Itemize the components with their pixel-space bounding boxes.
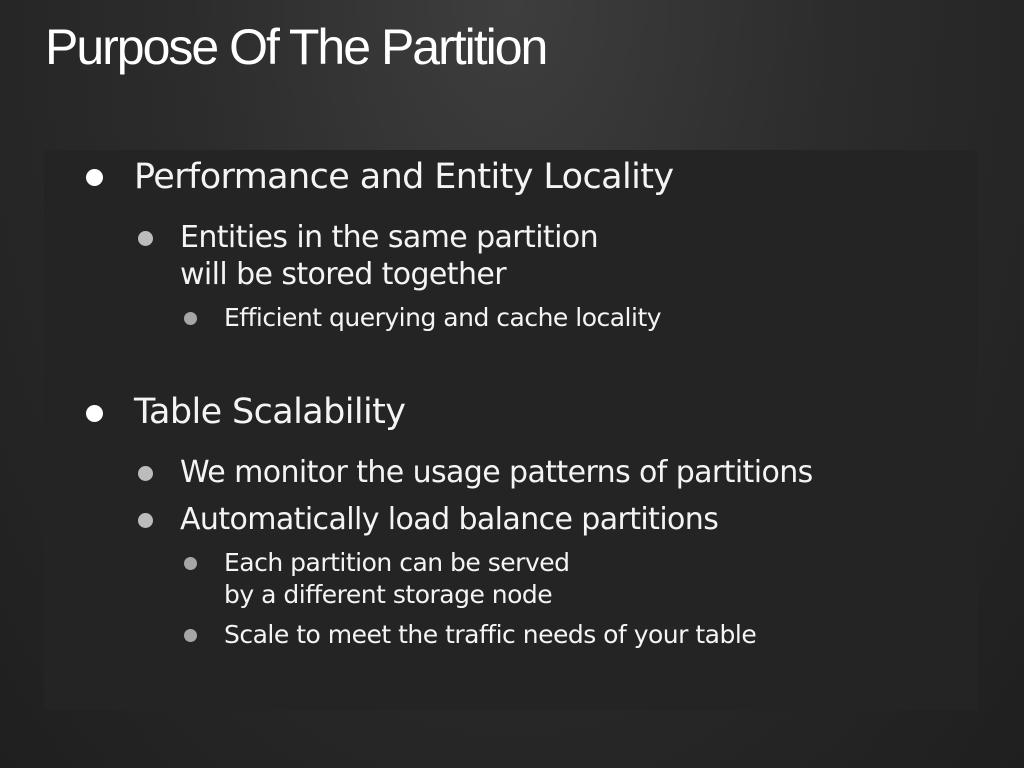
bullet-level2 — [138, 513, 153, 528]
subitem-served-line1: Each partition can be served — [224, 548, 570, 577]
bullet-level1 — [86, 405, 103, 422]
item-entities-line2: will be stored together — [180, 257, 507, 292]
slide-title: Purpose Of The Partition — [45, 19, 548, 75]
bullet-level2 — [138, 466, 153, 481]
bullet-level1 — [86, 169, 103, 186]
section-heading-performance: Performance and Entity Locality — [134, 157, 674, 197]
bullet-level2 — [138, 231, 153, 246]
subitem-scale-traffic: Scale to meet the traffic needs of your … — [224, 620, 757, 649]
bullet-level3 — [184, 629, 197, 642]
item-monitor-usage: We monitor the usage patterns of partiti… — [180, 455, 813, 490]
subitem-served-line2: by a different storage node — [224, 580, 553, 609]
section-heading-scalability: Table Scalability — [134, 392, 406, 432]
bullet-level3 — [184, 557, 197, 570]
item-entities-line1: Entities in the same partition — [180, 220, 599, 255]
item-load-balance: Automatically load balance partitions — [180, 502, 719, 537]
bullet-level3 — [184, 312, 197, 325]
subitem-efficient-querying: Efficient querying and cache locality — [224, 303, 662, 332]
content-panel — [44, 150, 978, 710]
